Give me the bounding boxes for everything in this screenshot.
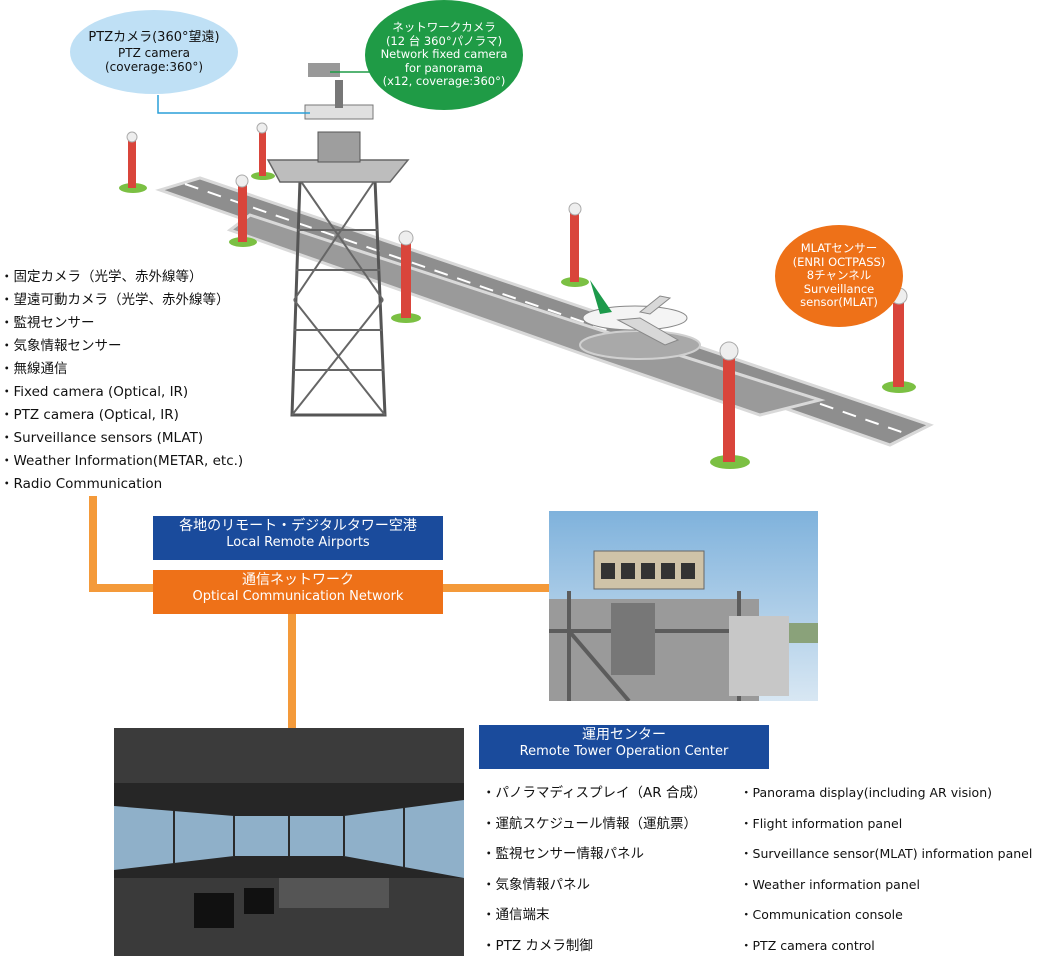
list-item: 監視センサー情報パネル xyxy=(482,839,706,870)
list-item: Radio Communication xyxy=(0,473,243,496)
mlat-bubble-product: (ENRI OCTPASS) xyxy=(793,256,886,270)
network-bubble-jp-count: (12 台 360°パノラマ) xyxy=(386,35,502,49)
connector-left-horizontal xyxy=(89,584,155,592)
equipment-list: 固定カメラ（光学、赤外線等） 望遠可動カメラ（光学、赤外線等） 監視センサー 気… xyxy=(0,266,243,496)
connector-left-vertical xyxy=(89,496,97,592)
network-camera-bubble: ネットワークカメラ (12 台 360°パノラマ) Network fixed … xyxy=(365,0,523,110)
list-item: 望遠可動カメラ（光学、赤外線等） xyxy=(0,289,243,312)
local-airports-en: Local Remote Airports xyxy=(153,535,443,551)
ptz-connector xyxy=(158,95,310,113)
ptz-bubble-coverage: (coverage:360°) xyxy=(105,60,203,74)
list-item: 気象情報センサー xyxy=(0,335,243,358)
network-bubble-en-2: for panorama xyxy=(405,62,483,76)
list-item: 無線通信 xyxy=(0,358,243,381)
center-list-jp: パノラマディスプレイ（AR 合成） 運航スケジュール情報（運航票） 監視センサー… xyxy=(482,778,706,961)
connector-right-horizontal xyxy=(443,584,551,592)
mlat-bubble-jp: MLATセンサー xyxy=(801,242,878,256)
list-item: Weather Information(METAR, etc.) xyxy=(0,450,243,473)
list-item: Weather information panel xyxy=(740,870,1032,901)
network-bubble-en: Network fixed camera xyxy=(381,48,508,62)
operation-center-en: Remote Tower Operation Center xyxy=(479,744,769,760)
network-label: 通信ネットワーク Optical Communication Network xyxy=(153,570,443,614)
list-item: 固定カメラ（光学、赤外線等） xyxy=(0,266,243,289)
mlat-bubble-channels: 8チャンネル xyxy=(807,269,871,283)
local-airports-label: 各地のリモート・デジタルタワー空港 Local Remote Airports xyxy=(153,516,443,560)
ptz-camera-bubble: PTZカメラ(360°望遠) PTZ camera (coverage:360°… xyxy=(70,10,238,94)
operation-center-photo xyxy=(114,728,464,956)
list-item: Communication console xyxy=(740,900,1032,931)
tower-photo xyxy=(549,511,818,701)
list-item: パノラマディスプレイ（AR 合成） xyxy=(482,778,706,809)
list-item: PTZ camera control xyxy=(740,931,1032,961)
list-item: 運航スケジュール情報（運航票） xyxy=(482,809,706,840)
network-bubble-jp: ネットワークカメラ xyxy=(392,21,496,35)
center-list-en: Panorama display(including AR vision) Fl… xyxy=(740,778,1032,961)
list-item: PTZ カメラ制御 xyxy=(482,931,706,961)
ptz-bubble-jp: PTZカメラ(360°望遠) xyxy=(88,30,219,45)
list-item: Fixed camera (Optical, IR) xyxy=(0,381,243,404)
ptz-bubble-en: PTZ camera xyxy=(118,46,190,60)
mlat-bubble-en-2: sensor(MLAT) xyxy=(800,296,878,310)
list-item: Surveillance sensor(MLAT) information pa… xyxy=(740,839,1032,870)
network-jp: 通信ネットワーク xyxy=(153,572,443,589)
connector-down-vertical xyxy=(288,610,296,728)
local-airports-jp: 各地のリモート・デジタルタワー空港 xyxy=(153,518,443,535)
list-item: Panorama display(including AR vision) xyxy=(740,778,1032,809)
list-item: Flight information panel xyxy=(740,809,1032,840)
list-item: PTZ camera (Optical, IR) xyxy=(0,404,243,427)
list-item: 監視センサー xyxy=(0,312,243,335)
network-bubble-coverage: (x12, coverage:360°) xyxy=(383,75,506,89)
operation-center-jp: 運用センター xyxy=(479,727,769,744)
list-item: 通信端末 xyxy=(482,900,706,931)
mlat-sensor-bubble: MLATセンサー (ENRI OCTPASS) 8チャンネル Surveilla… xyxy=(775,225,903,327)
network-en: Optical Communication Network xyxy=(153,589,443,605)
list-item: Surveillance sensors (MLAT) xyxy=(0,427,243,450)
operation-center-label: 運用センター Remote Tower Operation Center xyxy=(479,725,769,769)
mlat-bubble-en: Surveillance xyxy=(804,283,875,297)
list-item: 気象情報パネル xyxy=(482,870,706,901)
